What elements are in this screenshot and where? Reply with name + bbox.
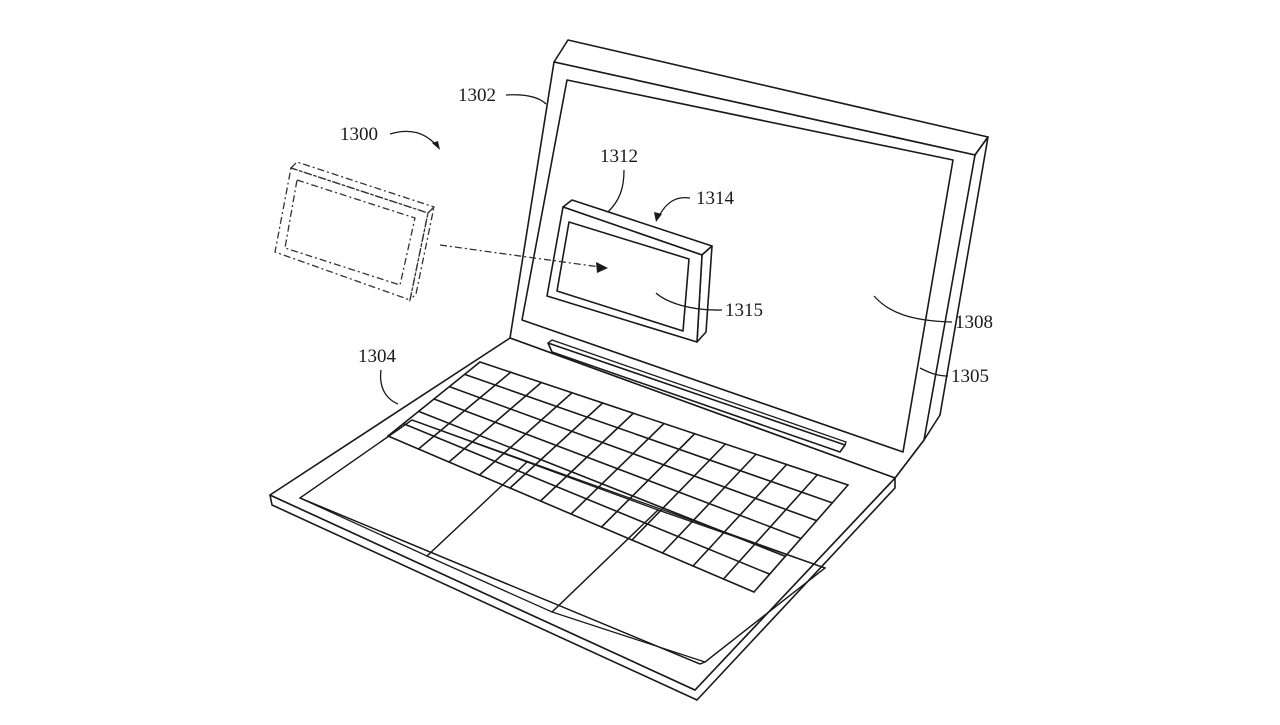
- key-grid-line: [509, 402, 604, 489]
- keyboard: [387, 361, 849, 593]
- display-module: [546, 199, 713, 343]
- key-grid-line: [539, 412, 635, 502]
- label-1308: 1308: [955, 312, 993, 333]
- labels: 1300 1302 1312 1314 1315 1308 1305 1304: [340, 85, 993, 405]
- key-grid-line: [417, 371, 512, 450]
- label-1315: 1315: [725, 300, 763, 321]
- key-grid-line: [692, 463, 788, 567]
- label-1302: 1302: [458, 85, 496, 106]
- hinge: [547, 342, 846, 453]
- key-grid-line: [448, 381, 543, 463]
- label-1312: 1312: [600, 146, 638, 167]
- key-grid-line: [661, 453, 757, 554]
- label-1304: 1304: [358, 346, 397, 367]
- module-screen: [556, 221, 690, 332]
- phantom-module: [274, 161, 436, 302]
- movement-arrow: [439, 244, 608, 273]
- display-lid: [509, 39, 989, 479]
- key-grid-line: [722, 473, 819, 580]
- key-grid-line: [570, 422, 665, 515]
- label-1314: 1314: [696, 188, 735, 209]
- key-grid-line: [478, 391, 573, 476]
- key-grid-line: [600, 432, 696, 528]
- label-1300: 1300: [340, 124, 378, 145]
- trackpads: [298, 419, 827, 663]
- key-grid-line: [631, 443, 727, 541]
- primary-display: [521, 79, 954, 453]
- key-grid-line: [387, 361, 481, 437]
- label-1305: 1305: [951, 366, 989, 387]
- key-grid-line: [753, 484, 849, 593]
